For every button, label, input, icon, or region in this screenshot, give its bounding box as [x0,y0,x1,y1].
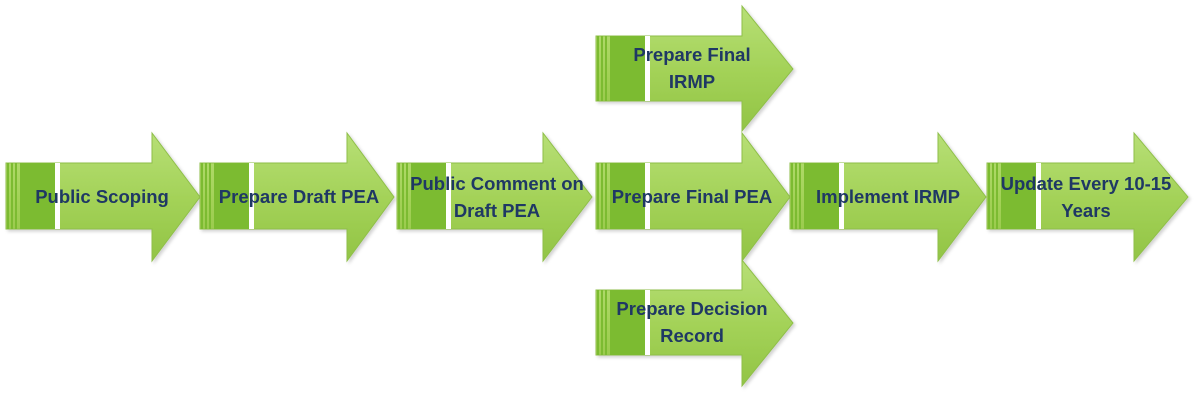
arrow-white-separator [55,163,60,229]
arrow-white-separator [249,163,254,229]
step-implement-irmp-arrow [789,131,987,263]
arrow-edge-stripe [988,163,990,229]
arrow-edge-stripe [597,290,599,355]
arrow-edge-stripe [791,163,793,229]
arrow-edge-stripe [996,163,998,229]
arrow-edge-stripe [605,163,607,229]
arrow-edge-stripe [605,290,607,355]
arrow-edge-stripe [605,36,607,101]
arrow-edge-stripe [406,163,408,229]
arrow-dark-band [411,163,446,229]
step-prepare-final-irmp-arrow [595,4,794,133]
arrow-dark-band [804,163,839,229]
arrow-white-separator [645,163,650,229]
arrow-edge-stripe [597,163,599,229]
arrow-dark-band [610,36,645,101]
arrow-white-separator [645,290,650,355]
arrow-edge-stripe [601,290,603,355]
arrow-edge-stripe [209,163,211,229]
step-prepare-decision-record-arrow [595,258,794,388]
arrow-edge-stripe [398,163,400,229]
arrow-dark-band [20,163,55,229]
arrow-edge-stripe [7,163,9,229]
arrow-edge-stripe [601,163,603,229]
arrow-white-separator [1036,163,1041,229]
arrow-dark-band [1001,163,1036,229]
arrow-edge-stripe [402,163,404,229]
arrow-dark-band [214,163,249,229]
step-update-every-arrow [986,131,1189,263]
arrow-white-separator [645,36,650,101]
arrow-edge-stripe [11,163,13,229]
arrow-edge-stripe [597,36,599,101]
step-prepare-draft-pea-arrow [199,131,395,263]
step-public-scoping-arrow [5,131,201,263]
step-public-comment-arrow [396,131,593,263]
arrow-white-separator [839,163,844,229]
arrow-edge-stripe [201,163,203,229]
arrow-edge-stripe [205,163,207,229]
arrow-edge-stripe [795,163,797,229]
arrow-edge-stripe [601,36,603,101]
arrow-edge-stripe [15,163,17,229]
arrow-edge-stripe [992,163,994,229]
arrow-dark-band [610,163,645,229]
arrow-dark-band [610,290,645,355]
step-prepare-final-pea-arrow [595,131,791,263]
arrow-white-separator [446,163,451,229]
arrow-edge-stripe [799,163,801,229]
